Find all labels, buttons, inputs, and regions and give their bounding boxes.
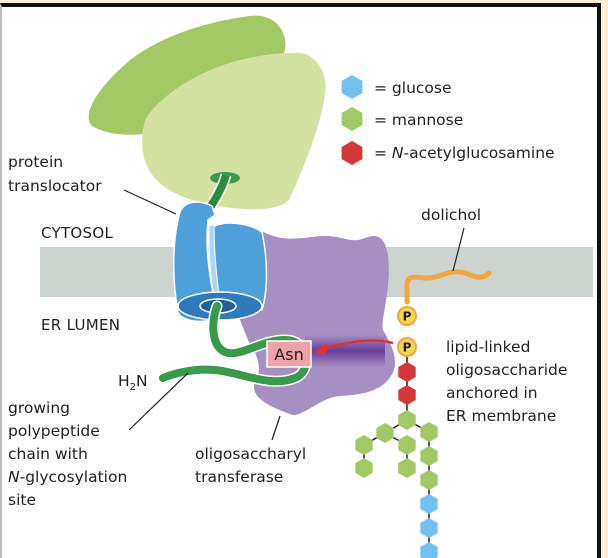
glucose-residue (420, 542, 438, 558)
asn-residue-box (266, 340, 312, 368)
glycan-nodes (355, 362, 438, 558)
mannose-residue (355, 435, 373, 455)
transfer-arrowhead (314, 343, 327, 355)
oligosaccharyl-transferase (235, 230, 395, 415)
mannose-residue (355, 458, 373, 478)
n-acetylglucosamine-hexagon-icon (341, 141, 363, 165)
translocator-leader (123, 189, 177, 215)
cytosol-label: CYTOSOL (41, 224, 113, 242)
phosphate-label: P (403, 341, 412, 355)
legend: = glucose = mannose = N-acetylglucosamin… (341, 75, 555, 165)
phosphate-label: P (403, 310, 412, 324)
mannose-residue (420, 446, 438, 466)
phosphate-1: P (397, 306, 417, 326)
mannose-residue (420, 470, 438, 490)
glucose-residue (420, 518, 438, 538)
phosphate-2: P (397, 337, 417, 357)
dolichol-label: dolichol (421, 206, 481, 224)
growing-polypeptide-label: growing polypeptide chain with N-glycosy… (8, 399, 132, 509)
glucose-residue (420, 494, 438, 514)
mannose-residue (376, 423, 394, 443)
ribosome-small-subunit (142, 52, 326, 210)
mannose-hexagon-icon (341, 107, 363, 131)
ribosome-large-subunit (88, 15, 286, 135)
ost-leader (271, 415, 281, 441)
glucose-hexagon-icon (341, 75, 363, 99)
legend-glucose: = glucose (374, 79, 452, 97)
protein-translocator-label: protein translocator (8, 153, 102, 195)
oligosaccharyl-transferase-label: oligosaccharyl transferase (195, 445, 311, 486)
mannose-residue (398, 458, 416, 478)
dolichol-leader (452, 227, 465, 272)
polypeptide-leader (128, 372, 189, 431)
legend-n-acetylglucosamine: = N-acetylglucosamine (374, 144, 555, 162)
lipid-linked-oligosaccharide-label: lipid-linked oligosaccharide anchored in… (446, 338, 572, 425)
glcnac-residue (398, 385, 416, 405)
legend-mannose: = mannose (374, 111, 463, 129)
dolichol-chain (404, 269, 492, 305)
mannose-residue (398, 410, 416, 430)
h2n-label: H2N (118, 372, 148, 393)
mannose-residue (420, 422, 438, 442)
transfer-arrow (321, 339, 394, 351)
asn-label: Asn (274, 345, 303, 364)
glcnac-residue (398, 362, 416, 382)
er-lumen-label: ER LUMEN (41, 316, 120, 334)
mannose-residue (398, 435, 416, 455)
